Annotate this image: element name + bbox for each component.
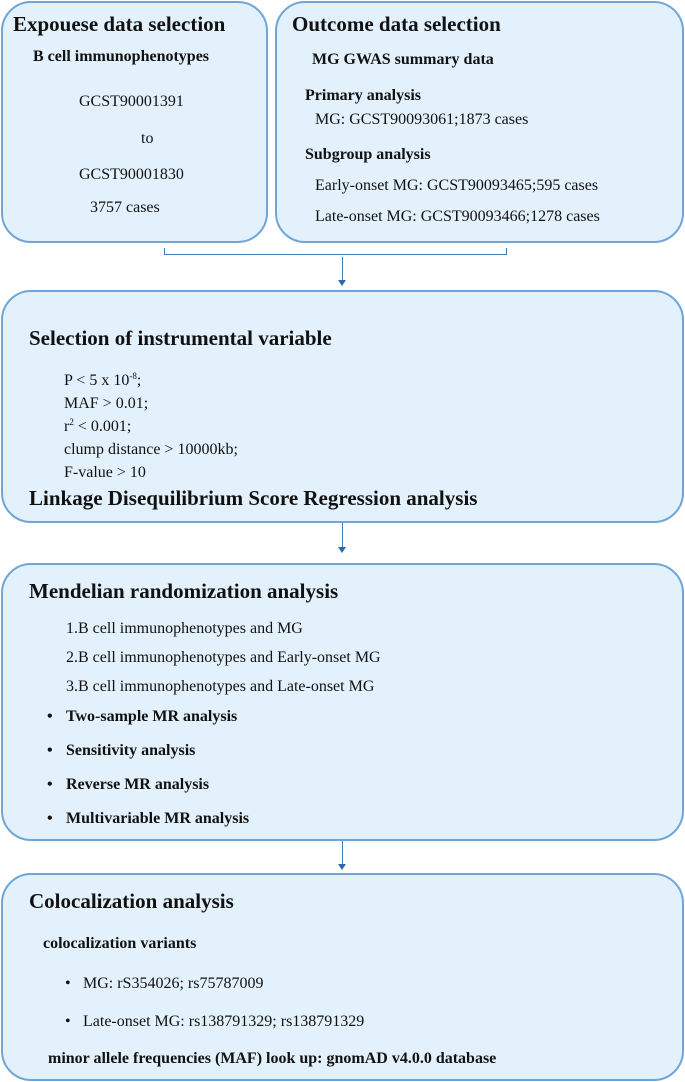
primary-analysis-heading: Primary analysis: [305, 87, 421, 104]
p-value-exponent: -8: [129, 371, 137, 381]
bracket-horizontal: [164, 254, 507, 255]
criterion-clump: clump distance > 10000kb;: [64, 441, 238, 458]
criterion-maf: MAF > 0.01;: [64, 395, 149, 412]
exposure-subtitle: B cell immunophenotypes: [33, 48, 210, 65]
subgroup-item-late: Late-onset MG: GCST90093466;1278 cases: [315, 208, 600, 225]
mr-numbered-item-2: 2.B cell immunophenotypes and Early-onse…: [66, 649, 381, 666]
bullet-icon: •: [47, 708, 53, 725]
ldsc-heading: Linkage Disequilibrium Score Regression …: [29, 486, 478, 510]
p-value-suffix: ;: [136, 372, 142, 389]
mr-numbered-item-3: 3.B cell immunophenotypes and Late-onset…: [66, 678, 375, 695]
subgroup-item-early: Early-onset MG: GCST90093465;595 cases: [315, 177, 599, 194]
mr-numbered-item-1: 1.B cell immunophenotypes and MG: [66, 620, 303, 637]
outcome-subtitle: MG GWAS summary data: [312, 51, 494, 68]
two-sample-mr-label: Two-sample MR analysis: [66, 708, 238, 725]
bullet-icon: •: [65, 1013, 71, 1030]
outcome-title: Outcome data selection: [292, 12, 501, 36]
mr-bullet-item: • Sensitivity analysis: [47, 742, 195, 760]
mg-variants: MG: rS354026; rs75787009: [83, 975, 264, 992]
subgroup-analysis-heading: Subgroup analysis: [305, 146, 431, 163]
exposure-cases: 3757 cases: [90, 199, 160, 216]
criterion-r2: r2 < 0.001;: [64, 418, 131, 436]
r2-exponent: 2: [69, 417, 74, 427]
sensitivity-analysis-label: Sensitivity analysis: [66, 742, 196, 759]
criterion-p-value: P < 5 x 10-8;: [64, 372, 141, 390]
connector-1-line: [342, 257, 343, 281]
exposure-box: Expouese data selection B cell immunophe…: [1, 1, 268, 243]
mr-bullet-item: • Reverse MR analysis: [47, 776, 209, 794]
bullet-icon: •: [65, 975, 71, 992]
maf-lookup: minor allele frequencies (MAF) look up: …: [48, 1050, 497, 1067]
mr-title: Mendelian randomization analysis: [29, 579, 339, 603]
p-value-text: P < 5 x 10: [64, 372, 130, 389]
arrow-down-icon: [338, 280, 346, 286]
exposure-id-start: GCST90001391: [79, 93, 184, 110]
connector-2-line: [342, 523, 343, 548]
connector-3-line: [342, 841, 343, 866]
mr-bullet-item: • Two-sample MR analysis: [47, 708, 237, 726]
r2-suffix: < 0.001;: [73, 418, 132, 435]
coloc-title: Colocalization analysis: [29, 889, 234, 913]
coloc-variants-heading: colocalization variants: [43, 935, 197, 952]
r2-text: r: [64, 418, 70, 435]
bracket-left-tick: [164, 248, 165, 255]
exposure-to: to: [141, 130, 154, 147]
mr-bullet-item: • Multivariable MR analysis: [47, 810, 249, 828]
mr-analysis-box: Mendelian randomization analysis 1.B cel…: [1, 563, 684, 841]
bullet-icon: •: [47, 776, 53, 793]
instrumental-title: Selection of instrumental variable: [29, 326, 332, 350]
arrow-down-icon: [338, 547, 346, 553]
bracket-right-tick: [506, 248, 507, 255]
criterion-fvalue: F-value > 10: [64, 464, 146, 481]
primary-analysis-item: MG: GCST90093061;1873 cases: [315, 111, 529, 128]
multivariable-mr-label: Multivariable MR analysis: [66, 810, 250, 827]
coloc-variant-item: • MG: rS354026; rs75787009: [65, 975, 263, 993]
bullet-icon: •: [47, 742, 53, 759]
exposure-title: Expouese data selection: [13, 12, 226, 36]
exposure-id-end: GCST90001830: [79, 166, 184, 183]
outcome-box: Outcome data selection MG GWAS summary d…: [275, 1, 684, 243]
colocalization-box: Colocalization analysis colocalization v…: [1, 873, 684, 1081]
reverse-mr-label: Reverse MR analysis: [66, 776, 210, 793]
coloc-variant-item: • Late-onset MG: rs138791329; rs138791329: [65, 1013, 364, 1031]
late-onset-mg-variants: Late-onset MG: rs138791329; rs138791329: [83, 1013, 365, 1030]
bullet-icon: •: [47, 810, 53, 827]
instrumental-variable-box: Selection of instrumental variable P < 5…: [1, 290, 684, 523]
arrow-down-icon: [338, 864, 346, 870]
